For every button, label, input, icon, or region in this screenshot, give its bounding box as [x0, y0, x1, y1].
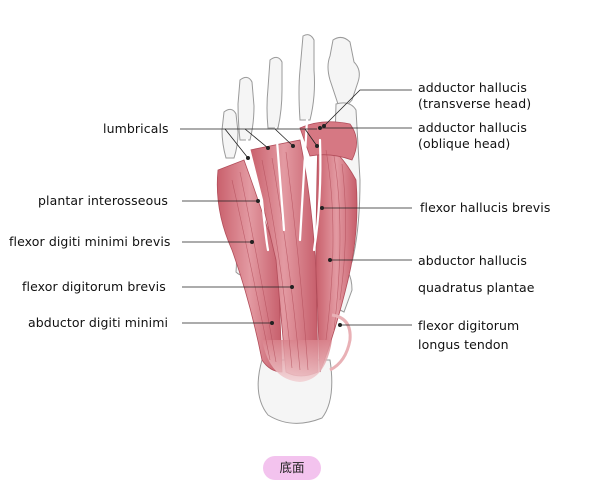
label-lumbricals: lumbricals — [103, 121, 169, 136]
label-flexor-digitorum-longus-2: longus tendon — [418, 337, 509, 352]
view-badge-plantar: 底面 — [263, 456, 321, 480]
label-adductor-hallucis-oblique-2: (oblique head) — [418, 136, 511, 151]
foot-muscles — [216, 118, 358, 382]
hallux-bone — [327, 36, 360, 106]
flexor-digitorum-longus-tendon — [329, 313, 352, 372]
label-abductor-hallucis: abductor hallucis — [418, 253, 527, 268]
second-toe-bone — [298, 34, 315, 121]
label-abductor-digiti-minimi: abductor digiti minimi — [28, 315, 169, 330]
leader-lumbricals-2 — [224, 128, 249, 159]
label-flexor-hallucis-brevis: flexor hallucis brevis — [420, 200, 551, 215]
heel-muscle-origin — [262, 340, 332, 382]
label-plantar-interosseous: plantar interosseous — [38, 193, 168, 208]
fourth-toe-bone — [237, 76, 255, 141]
leader-adductor-transverse — [323, 89, 412, 127]
abductor-hallucis-muscle — [315, 139, 358, 373]
leader-lines — [180, 89, 412, 327]
leader-lumbricals-3 — [244, 128, 269, 149]
label-flexor-digitorum-longus-1: flexor digitorum — [418, 318, 520, 333]
label-quadratus-plantae: quadratus plantae — [418, 280, 535, 295]
label-adductor-hallucis-transverse-1: adductor hallucis — [418, 80, 527, 95]
adductor-hallucis-muscle — [299, 121, 357, 161]
label-flexor-digiti-minimi-brevis: flexor digiti minimi brevis — [9, 234, 171, 249]
fifth-toe-bone — [221, 108, 239, 159]
third-toe-bone — [266, 56, 283, 129]
leader-lumbricals-4 — [274, 128, 294, 147]
label-flexor-digitorum-brevis: flexor digitorum brevis — [22, 279, 166, 294]
label-adductor-hallucis-oblique-1: adductor hallucis — [418, 120, 527, 135]
label-adductor-hallucis-transverse-2: (transverse head) — [418, 96, 532, 111]
